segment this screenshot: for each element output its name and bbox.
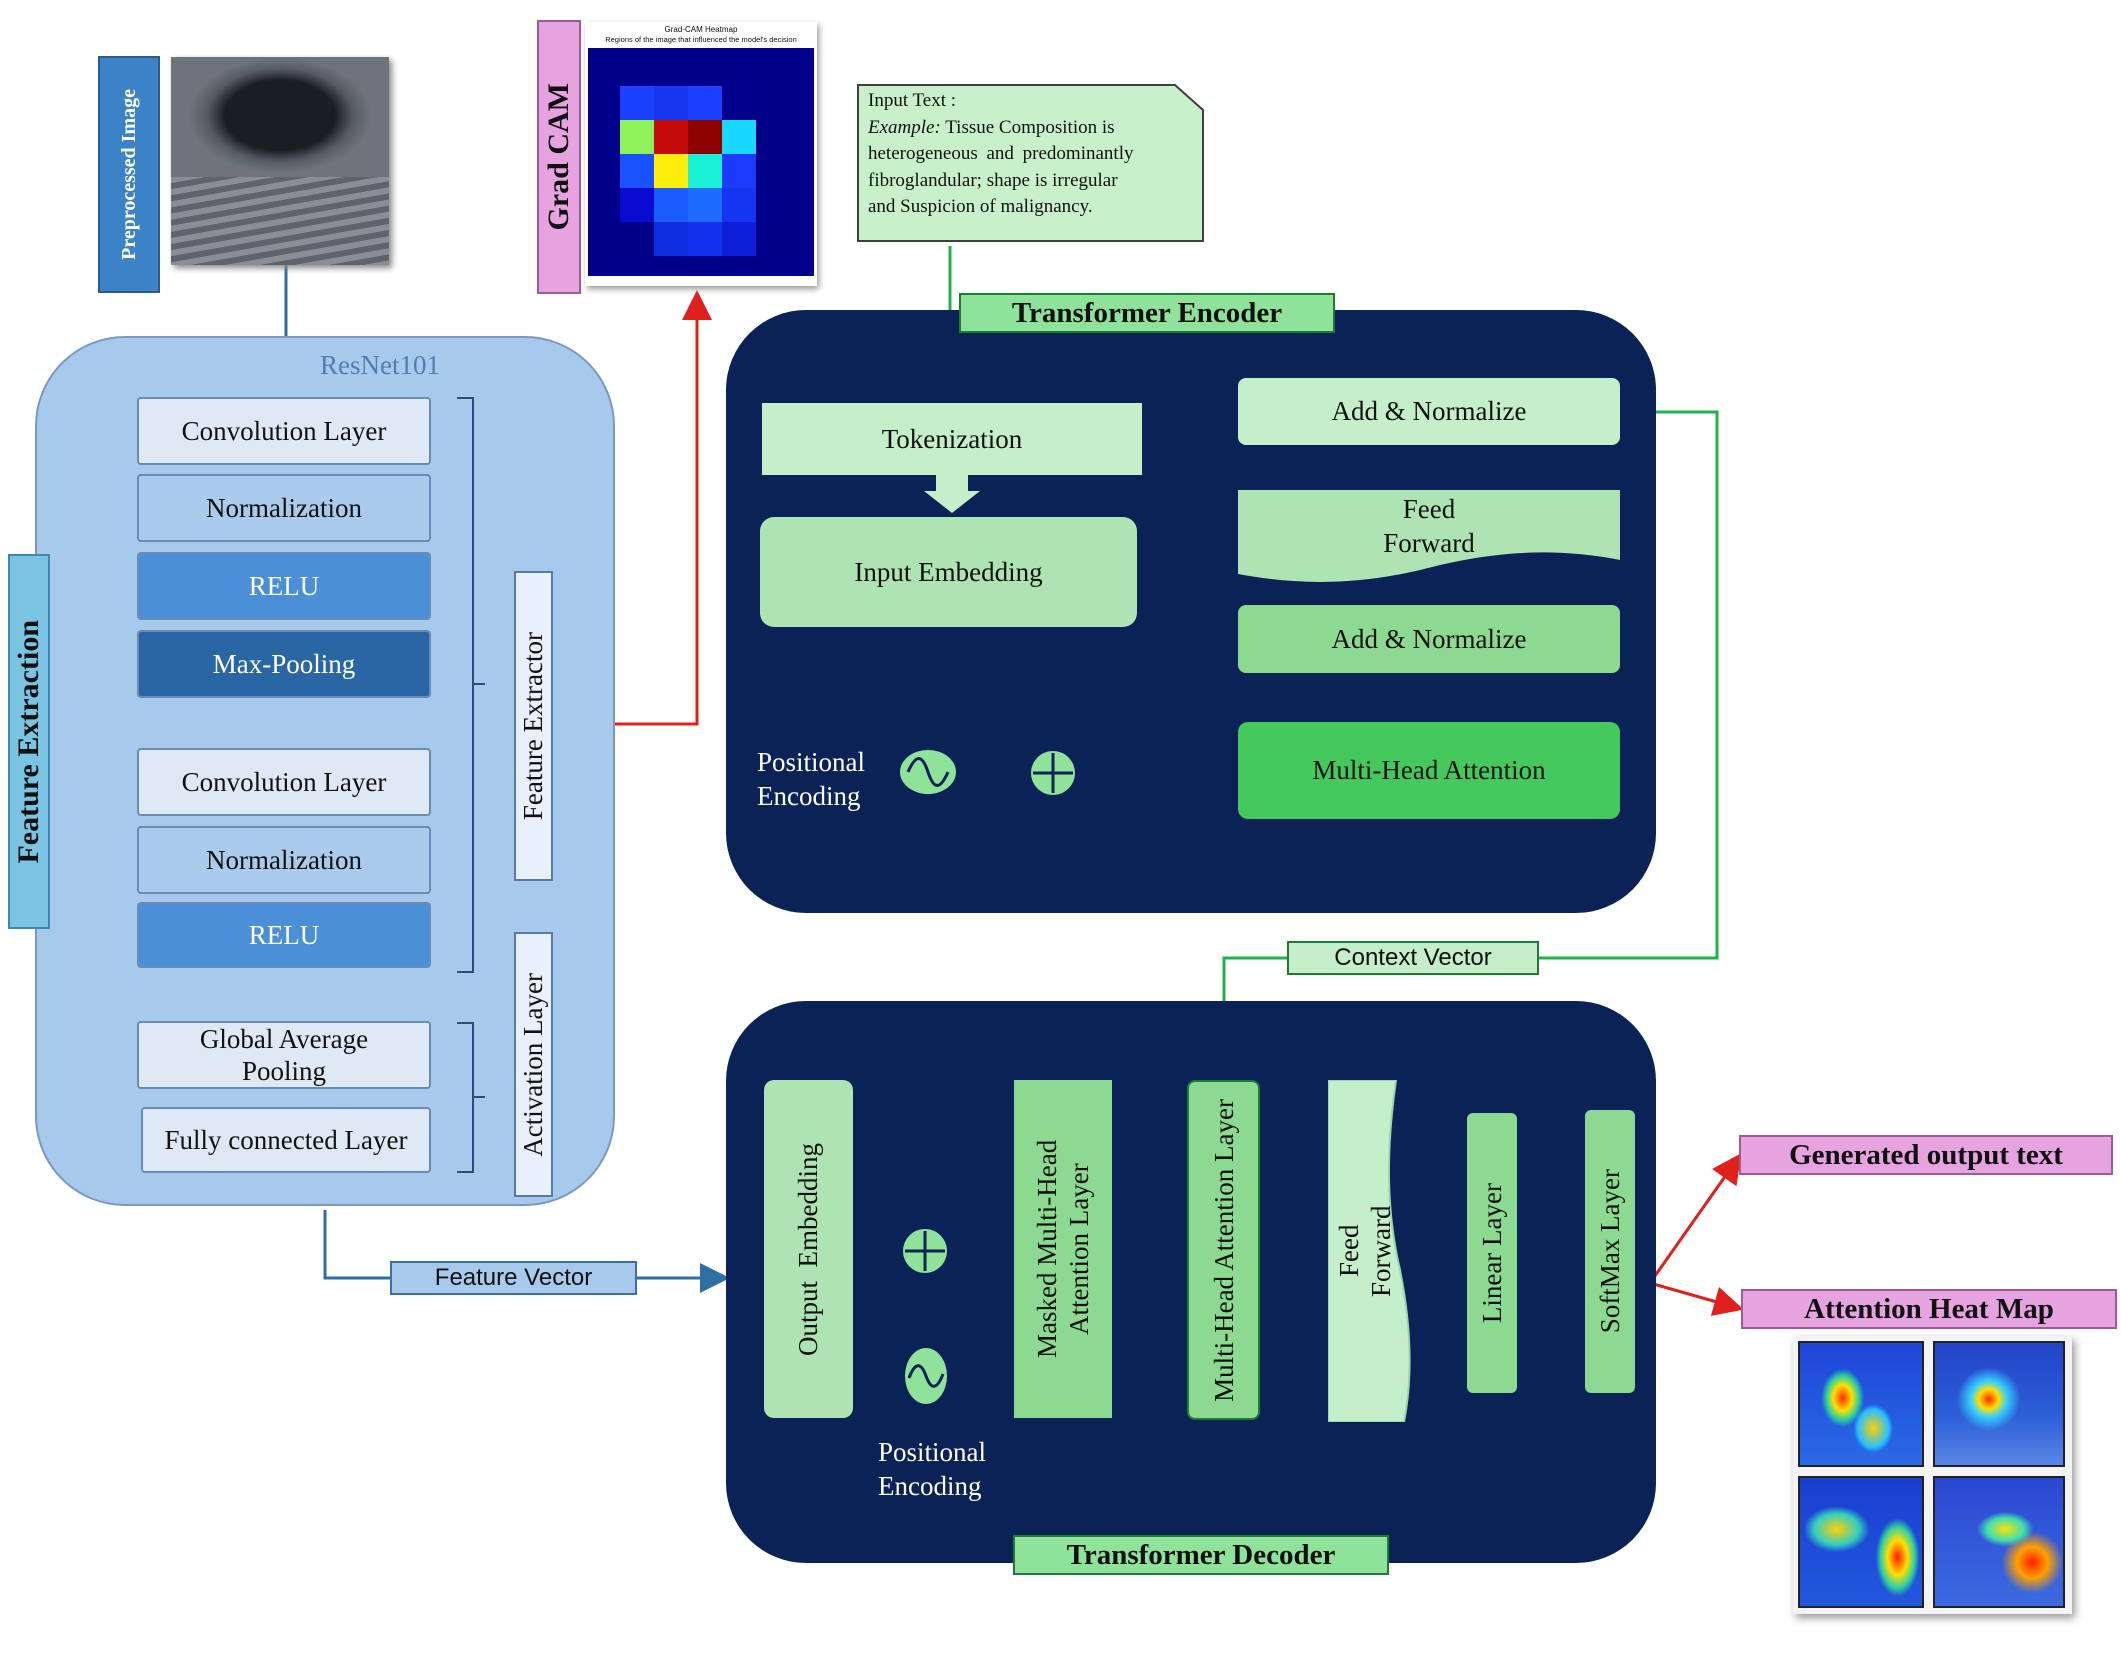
input-text-note [857, 84, 1204, 242]
feature-extractor-box: Feature Extractor [514, 571, 553, 881]
attention-heatmap-grid [1793, 1336, 2072, 1614]
masked-attention-box: Masked Multi-Head Attention Layer [1014, 1080, 1112, 1418]
decoder-title: Transformer Decoder [1013, 1535, 1389, 1575]
input-text-line-4: and Suspicion of malignancy. [868, 196, 1093, 217]
resnet-normalization-2: Normalization [137, 826, 431, 894]
encoder-add-icon [1031, 751, 1075, 795]
gradcam-label-text: Grad CAM [542, 83, 575, 231]
gradcam-label: Grad CAM [537, 20, 581, 294]
encoder-feed-forward: Feed Forward [1383, 494, 1475, 558]
tokenization-down-arrow [924, 475, 980, 513]
gradcam-heatmap: Grad-CAM Heatmap Regions of the image th… [585, 22, 817, 286]
decoder-feed-forward-wrap: Feed Forward [1328, 1080, 1402, 1422]
encoder-feed-forward-shape [1238, 490, 1620, 582]
feature-extraction-label: Feature Extraction [8, 554, 50, 929]
resnet-max-pooling: Max-Pooling [137, 630, 431, 698]
resnet-conv-layer-2: Convolution Layer [137, 748, 431, 816]
attention-heat-map-label: Attention Heat Map [1741, 1289, 2117, 1329]
resnet-fully-connected: Fully connected Layer [141, 1107, 431, 1173]
feature-vector-wire-left [323, 1210, 390, 1280]
feature-extractor-label: Feature Extractor [518, 631, 548, 821]
gradcam-title: Grad-CAM Heatmap [664, 25, 738, 34]
heatmap-tile-4 [1933, 1476, 2065, 1608]
resnet-relu-1: RELU [137, 552, 431, 620]
resnet-relu-2: RELU [137, 902, 431, 968]
tokenization-box: Tokenization [762, 403, 1142, 475]
generated-output-text-label: Generated output text [1739, 1135, 2113, 1175]
resnet-title: ResNet101 [320, 350, 440, 380]
decoder-mha-label: Multi-Head Attention Layer [1208, 1098, 1239, 1402]
feature-extraction-label-text: Feature Extraction [12, 619, 45, 864]
activation-layer-box: Activation Layer [514, 932, 553, 1197]
softmax-layer-box: SoftMax Layer [1585, 1110, 1635, 1393]
masked-attention-label: Masked Multi-Head Attention Layer [1032, 1139, 1094, 1359]
resnet-global-average-pooling: Global Average Pooling [137, 1021, 431, 1089]
gradcam-plot [588, 48, 814, 276]
encoder-output-wire [1539, 410, 1719, 960]
input-text-line-2: heterogeneous and predominantly [868, 143, 1134, 164]
input-embedding-box: Input Embedding [760, 517, 1137, 627]
heatmap-tile-2 [1933, 1341, 2065, 1467]
feature-extractor-brace [457, 397, 485, 973]
to-generated-text-arrow [1648, 1153, 1742, 1284]
ultrasound-image [171, 57, 389, 265]
encoder-sine-icon [900, 750, 956, 794]
resnet-normalization-1: Normalization [137, 474, 431, 542]
decoder-sine-icon [905, 1348, 947, 1404]
gradcam-subtitle: Regions of the image that influenced the… [605, 35, 797, 44]
output-embedding-label: Output Embedding [793, 1142, 823, 1356]
to-heatmap-arrow [1649, 1281, 1744, 1316]
activation-layer-brace [457, 1022, 485, 1173]
heatmap-tile-1 [1798, 1341, 1924, 1467]
input-text-example-label: Example: [868, 116, 941, 138]
decoder-feed-forward-shape [1328, 1080, 1411, 1422]
heatmap-tile-3 [1798, 1476, 1924, 1608]
resnet-conv-layer-1: Convolution Layer [137, 397, 431, 465]
encoder-positional-encoding-text: Positional Encoding [757, 747, 866, 811]
input-text-content: Input Text : Example: Tissue Composition… [868, 88, 1198, 221]
input-text-line-1: Tissue Composition is [945, 116, 1115, 138]
encoder-multi-head-attention: Multi-Head Attention [1238, 722, 1620, 819]
encoder-positional-encoding-label: Positional Encoding [757, 745, 897, 813]
context-vector-label: Context Vector [1287, 941, 1539, 975]
linear-layer-label: Linear Layer [1476, 1182, 1507, 1324]
encoder-add-normalize-bottom: Add & Normalize [1238, 605, 1620, 673]
output-embedding-box: Output Embedding [764, 1080, 853, 1418]
activation-layer-label: Activation Layer [518, 972, 548, 1157]
preprocessed-image-label: Preprocessed Image [98, 56, 160, 293]
encoder-add-normalize-top: Add & Normalize [1238, 378, 1620, 445]
softmax-layer-label: SoftMax Layer [1594, 1169, 1625, 1334]
decoder-add-icon [903, 1229, 947, 1273]
decoder-feed-forward: Feed Forward [1334, 1205, 1396, 1297]
encoder-title: Transformer Encoder [959, 293, 1335, 333]
preprocessed-image-label-text: Preprocessed Image [117, 89, 140, 260]
decoder-positional-encoding-text: Positional Encoding [878, 1437, 987, 1501]
input-text-label: Input Text : [868, 90, 957, 111]
decoder-mha-box: Multi-Head Attention Layer [1187, 1080, 1260, 1420]
linear-layer-box: Linear Layer [1467, 1113, 1517, 1393]
decoder-positional-encoding-label: Positional Encoding [878, 1435, 998, 1503]
input-text-line-3: fibroglandular; shape is irregular [868, 169, 1118, 191]
feature-vector-label: Feature Vector [390, 1261, 637, 1295]
